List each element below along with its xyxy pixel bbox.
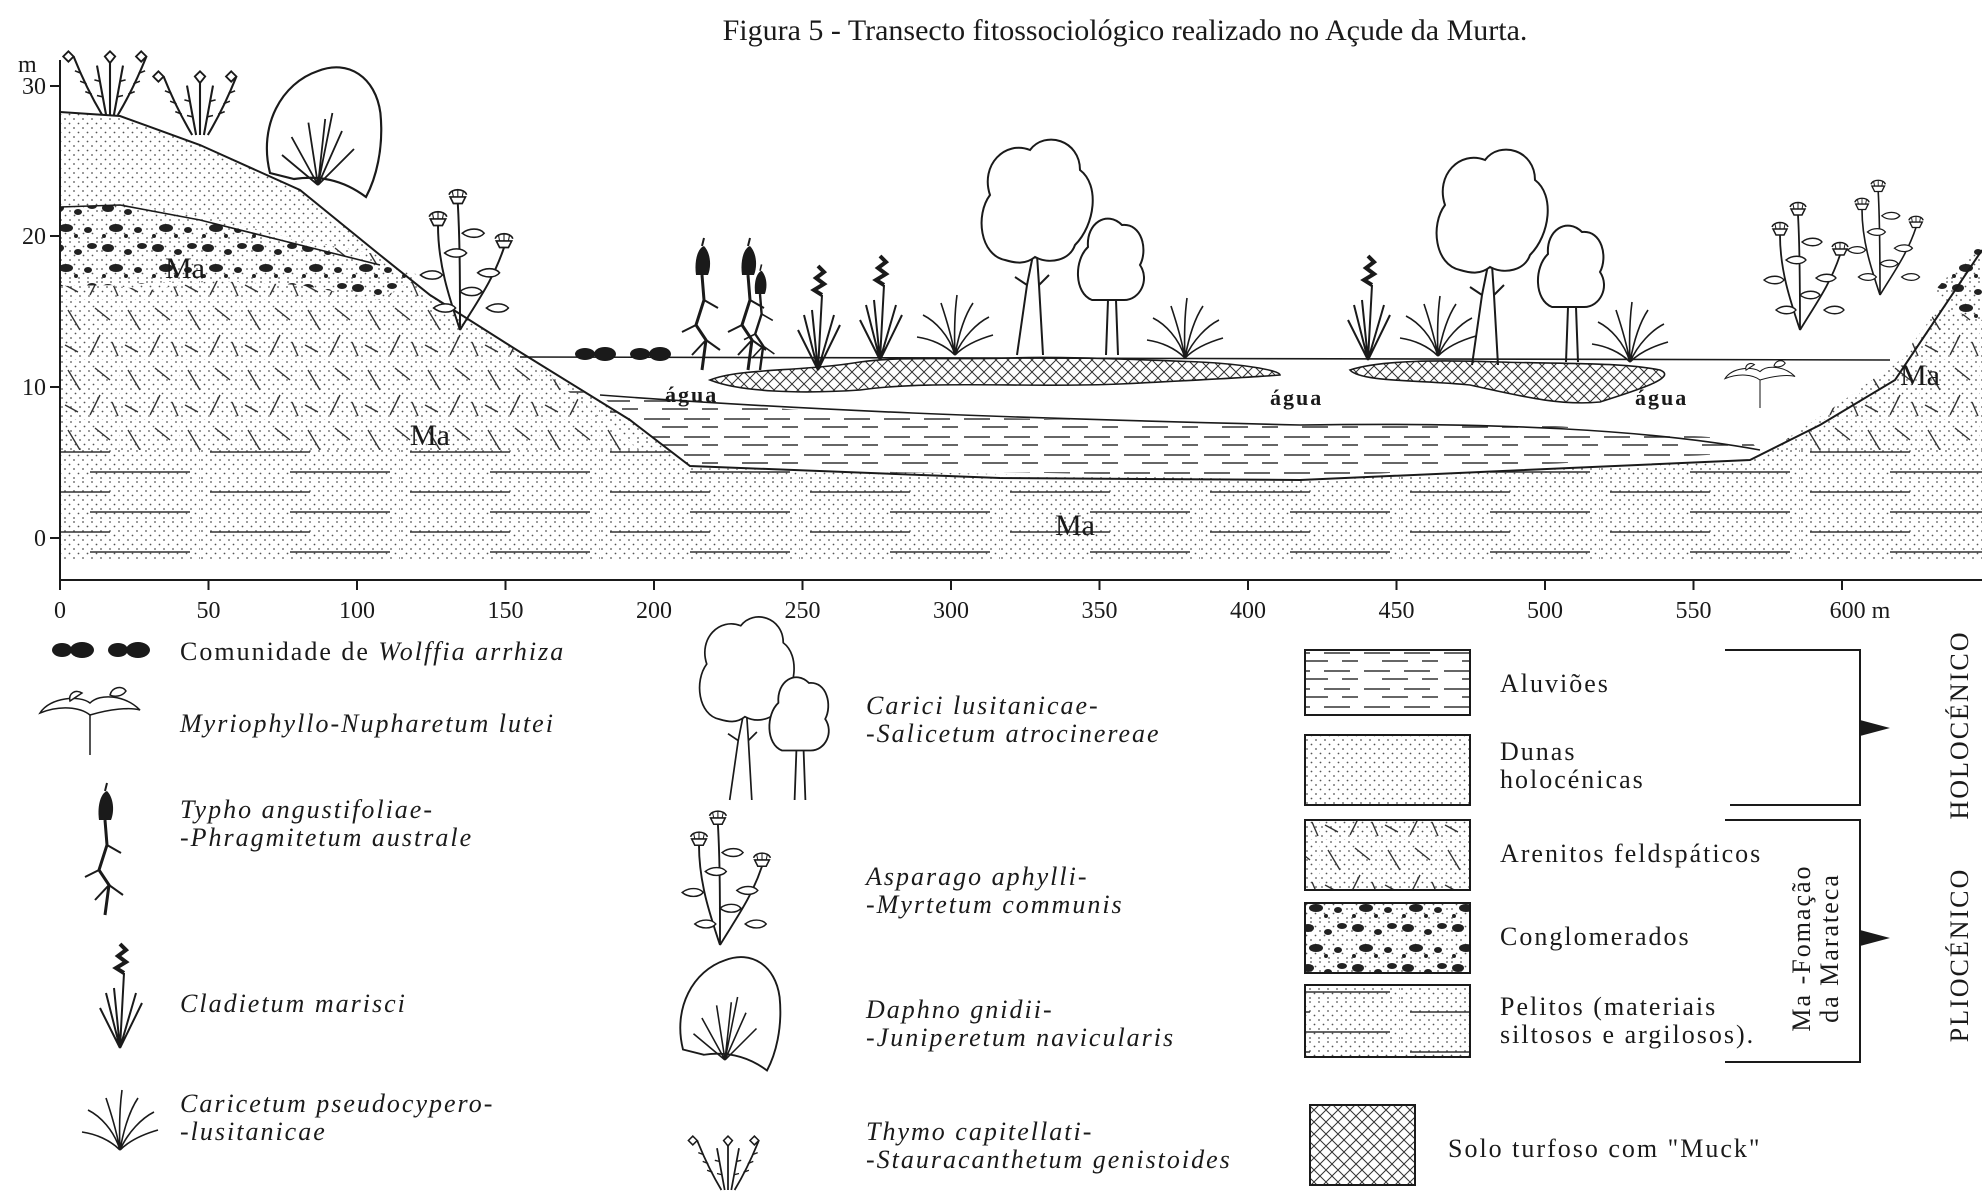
formation-label-line2: da Marateca	[1815, 873, 1844, 1023]
legend-item-wolffia: Comunidade de Wolffia arrhiza	[52, 637, 565, 666]
legend-text: -Phragmitetum australe	[180, 823, 473, 852]
svg-text:Comunidade de Wolffia arrhiza: Comunidade de Wolffia arrhiza	[180, 637, 565, 666]
legend-text: Pelitos (materiais	[1500, 992, 1717, 1021]
x-tick-label: 550	[1676, 598, 1712, 624]
legend-geology: Aluviões Dunas holocénicas Arenitos feld…	[1305, 631, 1974, 1186]
thyme-symbol	[688, 1136, 758, 1190]
carex-symbol	[82, 1090, 158, 1150]
legend-text: Caricetum pseudocypero-	[180, 1089, 494, 1118]
label-agua-3: água	[1635, 385, 1688, 410]
holocene-label: HOLOCÉNICO	[1945, 631, 1974, 820]
legend-item-thyme: Thymo capitellati- -Stauracanthetum geni…	[688, 1117, 1231, 1190]
legend-text: -Salicetum atrocinereae	[866, 719, 1161, 748]
legend-text: -Stauracanthetum genistoides	[866, 1145, 1232, 1174]
pelite-swatch	[1305, 985, 1470, 1057]
typha-symbol	[85, 783, 123, 915]
legend-item-typha: Typho angustifoliae- -Phragmitetum austr…	[85, 783, 473, 915]
legend-item-carex: Caricetum pseudocypero- -lusitanicae	[82, 1089, 494, 1150]
peat-swatch	[1310, 1105, 1415, 1185]
asparagus-symbol	[682, 811, 770, 945]
legend-text: siltosos e argilosos).	[1500, 1020, 1755, 1049]
pliocene-label: PLIOCÉNICO	[1945, 868, 1974, 1043]
legend-text: Cladietum marisci	[180, 989, 407, 1018]
y-tick-label: 20	[22, 224, 46, 250]
y-tick-label: 0	[34, 526, 46, 552]
sandstone-swatch	[1305, 820, 1470, 890]
label-ma-conglomerate: Ma	[165, 252, 205, 285]
daphne-symbol	[680, 957, 780, 1070]
nuphar-symbol	[40, 688, 140, 755]
label-ma-sandstone: Ma	[410, 419, 450, 452]
x-tick-label: 500	[1527, 598, 1563, 624]
holocene-arrow	[1860, 720, 1890, 736]
x-tick-label: 0	[54, 598, 66, 624]
alluvium-swatch	[1305, 650, 1470, 715]
legend-item-peat: Solo turfoso com "Muck"	[1310, 1105, 1762, 1185]
figure-title: Figura 5 - Transecto fitossociológico re…	[723, 14, 1528, 47]
dunes-swatch	[1305, 735, 1470, 805]
legend-text-italic: Wolffia arrhiza	[378, 637, 565, 666]
y-ticks: 30 20 10 0	[22, 74, 60, 552]
x-tick-label: 400	[1230, 598, 1266, 624]
y-tick-label: 10	[22, 375, 46, 401]
legend-text: Daphno gnidii-	[865, 995, 1054, 1024]
legend-text: Thymo capitellati-	[866, 1117, 1093, 1146]
legend-text: Dunas	[1500, 737, 1576, 766]
legend-brackets: HOLOCÉNICO PLIOCÉNICO Ma -Fomação da Mar…	[1725, 631, 1974, 1063]
legend-item-sandstone: Arenitos feldspáticos	[1305, 820, 1762, 890]
x-axis: 0 50 100 150 200 250 300 350 400 450 500 550 600 m	[54, 580, 1982, 624]
y-tick-label: 30	[22, 74, 46, 100]
x-tick-label: 300	[933, 598, 969, 624]
legend-item-daphne: Daphno gnidii- -Juniperetum navicularis	[680, 957, 1175, 1070]
legend-item-alluvium: Aluviões	[1305, 650, 1610, 715]
label-ma-right: Ma	[1900, 359, 1940, 392]
legend-item-cladium: Cladietum marisci	[100, 944, 407, 1048]
legend-text: holocénicas	[1500, 765, 1645, 794]
legend-text: -Juniperetum navicularis	[866, 1023, 1175, 1052]
label-agua-1: água	[665, 382, 718, 407]
x-tick-label: 100	[339, 598, 375, 624]
x-tick-label: 200	[636, 598, 672, 624]
legend-text: Typho angustifoliae-	[180, 795, 434, 824]
wolffia-symbol	[52, 643, 72, 657]
y-axis: m 30 20 10 0	[18, 52, 60, 580]
legend-text: -lusitanicae	[180, 1117, 327, 1146]
legend-text: Carici lusitanicae-	[866, 691, 1100, 720]
legend-text: Aluviões	[1500, 669, 1610, 698]
legend-text: Solo turfoso com "Muck"	[1448, 1134, 1762, 1163]
legend-item-nuphar: Myriophyllo-Nupharetum lutei	[40, 688, 555, 755]
formation-label-line1: Ma -Fomação	[1787, 864, 1816, 1031]
label-agua-2: água	[1270, 385, 1323, 410]
legend-item-pelite: Pelitos (materiais siltosos e argilosos)…	[1305, 985, 1755, 1057]
conglomerate-swatch	[1305, 903, 1470, 973]
x-tick-label: 350	[1082, 598, 1118, 624]
label-ma-pelite: Ma	[1055, 509, 1095, 542]
legend-text: Comunidade de	[180, 637, 378, 666]
x-tick-label: 600 m	[1830, 598, 1891, 624]
legend-item-willow: Carici lusitanicae- -Salicetum atrociner…	[700, 617, 1161, 800]
legend-vegetation: Comunidade de Wolffia arrhiza Myriophyll…	[40, 617, 1232, 1190]
legend-text: Myriophyllo-Nupharetum lutei	[179, 709, 555, 738]
legend-text: Conglomerados	[1500, 922, 1691, 951]
legend-text: -Myrtetum communis	[866, 890, 1124, 919]
x-tick-label: 450	[1379, 598, 1415, 624]
x-tick-label: 50	[197, 598, 221, 624]
pliocene-arrow	[1860, 930, 1890, 946]
cladium-symbol	[100, 944, 142, 1048]
x-tick-label: 150	[488, 598, 524, 624]
legend-item-conglomerate: Conglomerados	[1305, 903, 1691, 973]
legend-text: Arenitos feldspáticos	[1500, 839, 1762, 868]
legend-item-asparagus: Asparago aphylli- -Myrtetum communis	[682, 811, 1123, 945]
legend-text: Asparago aphylli-	[864, 862, 1089, 891]
x-tick-label: 250	[785, 598, 821, 624]
legend-item-dunes: Dunas holocénicas	[1305, 735, 1645, 805]
